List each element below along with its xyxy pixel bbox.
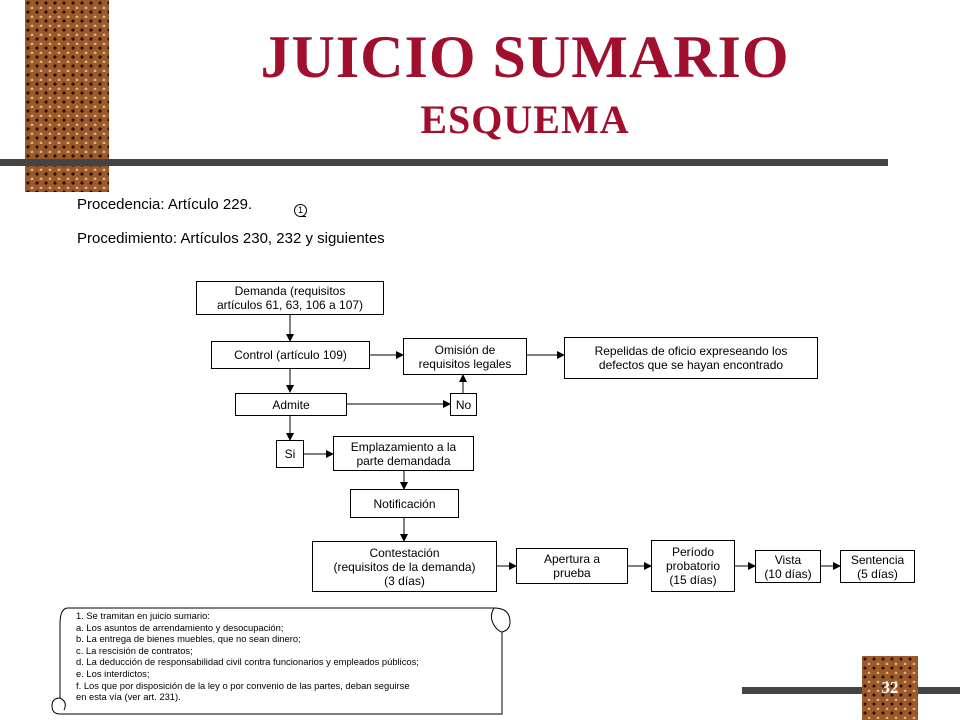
footnote-marker-tail [301,216,306,217]
box-vista-label: Vista (10 días) [764,552,812,581]
box-contestacion: Contestación (requisitos de la demanda) … [312,541,497,592]
page-number: 32 [862,656,918,720]
footnote-line: c. La rescisión de contratos; [76,644,193,656]
box-apertura-label: Apertura a prueba [543,552,601,580]
box-admite: Admite [235,393,347,416]
box-no: No [450,393,477,416]
box-emplazamiento: Emplazamiento a la parte demandada [333,436,474,471]
procedencia-text: Procedencia: Artículo 229. [77,196,253,213]
footer-bar-left [742,687,862,694]
slide-subtitle: ESQUEMA [420,97,630,142]
box-omision-label: Omisión de requisitos legales [418,342,512,371]
box-repelidas-label: Repelidas de oficio expreseando los defe… [594,344,788,372]
box-periodo-label: Período probatorio (15 días) [665,545,721,587]
footnote-line: 1. Se tramitan en juicio sumario: [76,610,210,621]
footnote-list: 1. Se tramitan en juicio sumario: a. Los… [76,610,419,703]
box-emplazamiento-label: Emplazamiento a la parte demandada [350,439,457,468]
box-apertura: Apertura a prueba [516,548,628,584]
footnote-line: e. Los interdictos; [76,667,150,679]
box-contestacion-label: Contestación (requisitos de la demanda) … [333,545,476,588]
box-control: Control (artículo 109) [211,341,370,369]
footnote-line: a. Los asuntos de arrendamiento y desocu… [76,621,284,633]
footnote-marker: 1 [294,204,307,217]
box-omision: Omisión de requisitos legales [403,338,527,375]
box-vista: Vista (10 días) [755,550,821,583]
footnote-line: f. Los que por disposición de la ley o p… [76,679,410,691]
box-sentencia: Sentencia (5 días) [840,550,915,583]
title-underline-bar [0,159,888,166]
footnote-line: b. La entrega de bienes muebles, que no … [76,633,301,645]
box-sentencia-label: Sentencia (5 días) [850,552,905,581]
box-si-label: Si [284,447,296,461]
footnote-line: d. La deducción de responsabilidad civil… [76,656,419,668]
box-no-label: No [455,397,472,412]
box-control-label: Control (artículo 109) [234,348,347,362]
box-si: Si [276,440,304,468]
box-demanda: Demanda (requisitos artículos 61, 63, 10… [196,281,384,315]
box-admite-label: Admite [272,397,310,412]
footer-bar-right [918,687,960,694]
box-notificacion: Notificación [350,489,459,518]
footnote-scroll: 1. Se tramitan en juicio sumario: a. Los… [48,606,514,718]
box-repelidas: Repelidas de oficio expreseando los defe… [564,337,818,379]
procedimiento-text: Procedimiento: Artículos 230, 232 y sigu… [77,230,385,247]
box-notificacion-label: Notificación [373,496,436,511]
scroll-shape [51,607,511,715]
slide-title: JUICIO SUMARIO [260,24,790,90]
box-periodo: Período probatorio (15 días) [651,540,735,592]
footnote-line: en esta vía (ver art. 231). [76,691,181,703]
box-demanda-label: Demanda (requisitos artículos 61, 63, 10… [216,284,364,312]
